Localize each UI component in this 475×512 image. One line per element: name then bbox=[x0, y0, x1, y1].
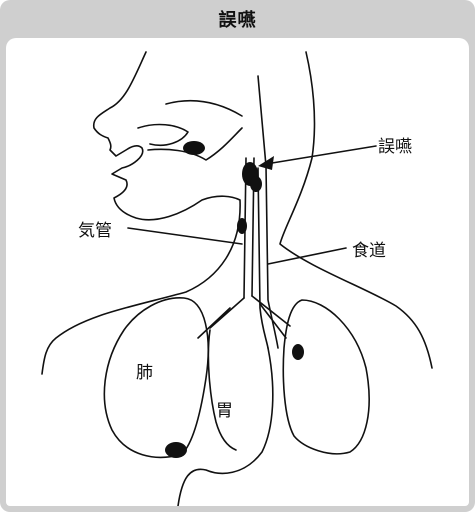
food-particle-throat-2 bbox=[250, 176, 262, 192]
lung-right bbox=[283, 300, 369, 454]
label-aspiration: 誤嚥 bbox=[378, 137, 412, 157]
label-trachea: 気管 bbox=[78, 221, 112, 241]
food-particle-lung-right bbox=[292, 344, 304, 360]
bronchi bbox=[198, 296, 290, 338]
stomach-inner bbox=[208, 330, 236, 450]
anatomy-illustration: 誤嚥 気管 食道 肺 胃 bbox=[6, 38, 469, 506]
neck-back-outline bbox=[280, 52, 432, 368]
pointer-aspiration bbox=[266, 146, 376, 164]
pointer-trachea bbox=[128, 228, 242, 244]
stomach-outline bbox=[178, 348, 273, 506]
diagram-canvas: 誤嚥 気管 食道 肺 胃 bbox=[6, 38, 469, 506]
food-particle-lung-left bbox=[165, 442, 187, 458]
lung-left bbox=[104, 298, 208, 457]
label-lung: 肺 bbox=[136, 363, 153, 383]
food-particle-mouth bbox=[183, 141, 205, 155]
diagram-title: 誤嚥 bbox=[219, 6, 257, 32]
label-esophagus: 食道 bbox=[352, 241, 386, 261]
esophagus-tube bbox=[258, 166, 278, 348]
mouth-outline bbox=[138, 125, 188, 146]
title-bar: 誤嚥 bbox=[6, 0, 469, 38]
label-stomach: 胃 bbox=[216, 401, 233, 421]
palate-outline bbox=[166, 101, 242, 116]
esophagus-top bbox=[258, 76, 266, 166]
food-particle-trachea bbox=[237, 218, 247, 234]
